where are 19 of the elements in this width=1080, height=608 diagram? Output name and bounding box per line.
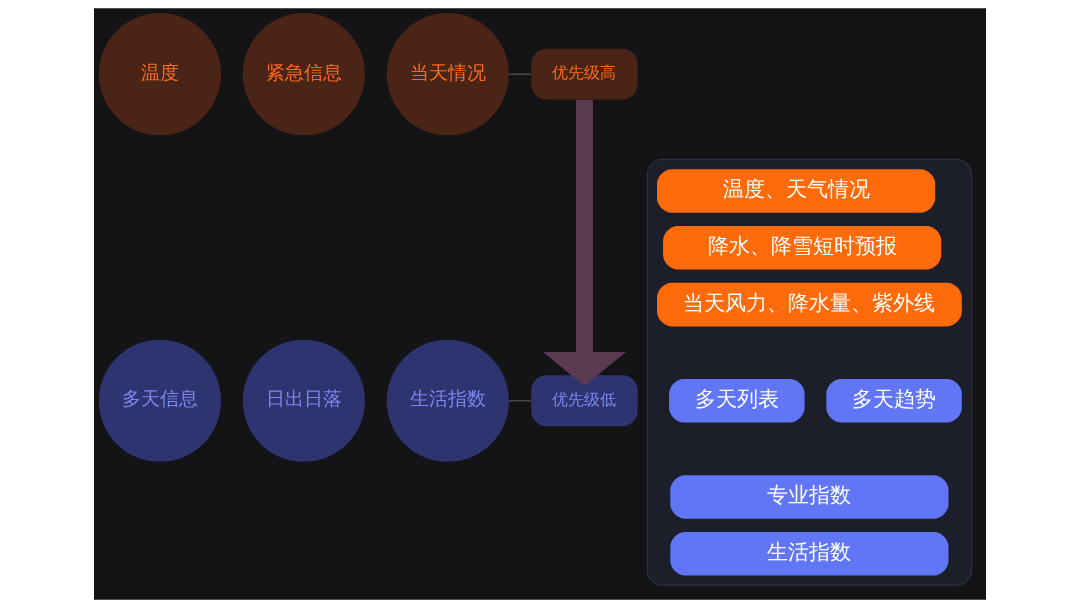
node-circle: 多天信息 (98, 339, 221, 462)
node-box: 降水、降雪短时预报 (663, 226, 942, 270)
node-circle: 生活指数 (386, 339, 509, 462)
node-box: 生活指数 (670, 532, 949, 576)
connector (508, 400, 532, 402)
node-box: 专业指数 (670, 475, 949, 519)
node-circle: 紧急信息 (242, 13, 365, 136)
node-box: 多天列表 (669, 379, 805, 423)
node-box: 多天趋势 (826, 379, 962, 423)
connector (508, 73, 532, 75)
node-box: 温度、天气情况 (657, 169, 936, 213)
node-circle: 温度 (98, 13, 221, 136)
node-box: 优先级低 (531, 375, 638, 427)
node-box: 优先级高 (531, 48, 638, 100)
node-circle: 当天情况 (386, 13, 509, 136)
node-circle: 日出日落 (242, 339, 365, 462)
arrow (542, 99, 626, 386)
cluster (646, 158, 973, 586)
node-box: 当天风力、降水量、紫外线 (657, 282, 962, 327)
